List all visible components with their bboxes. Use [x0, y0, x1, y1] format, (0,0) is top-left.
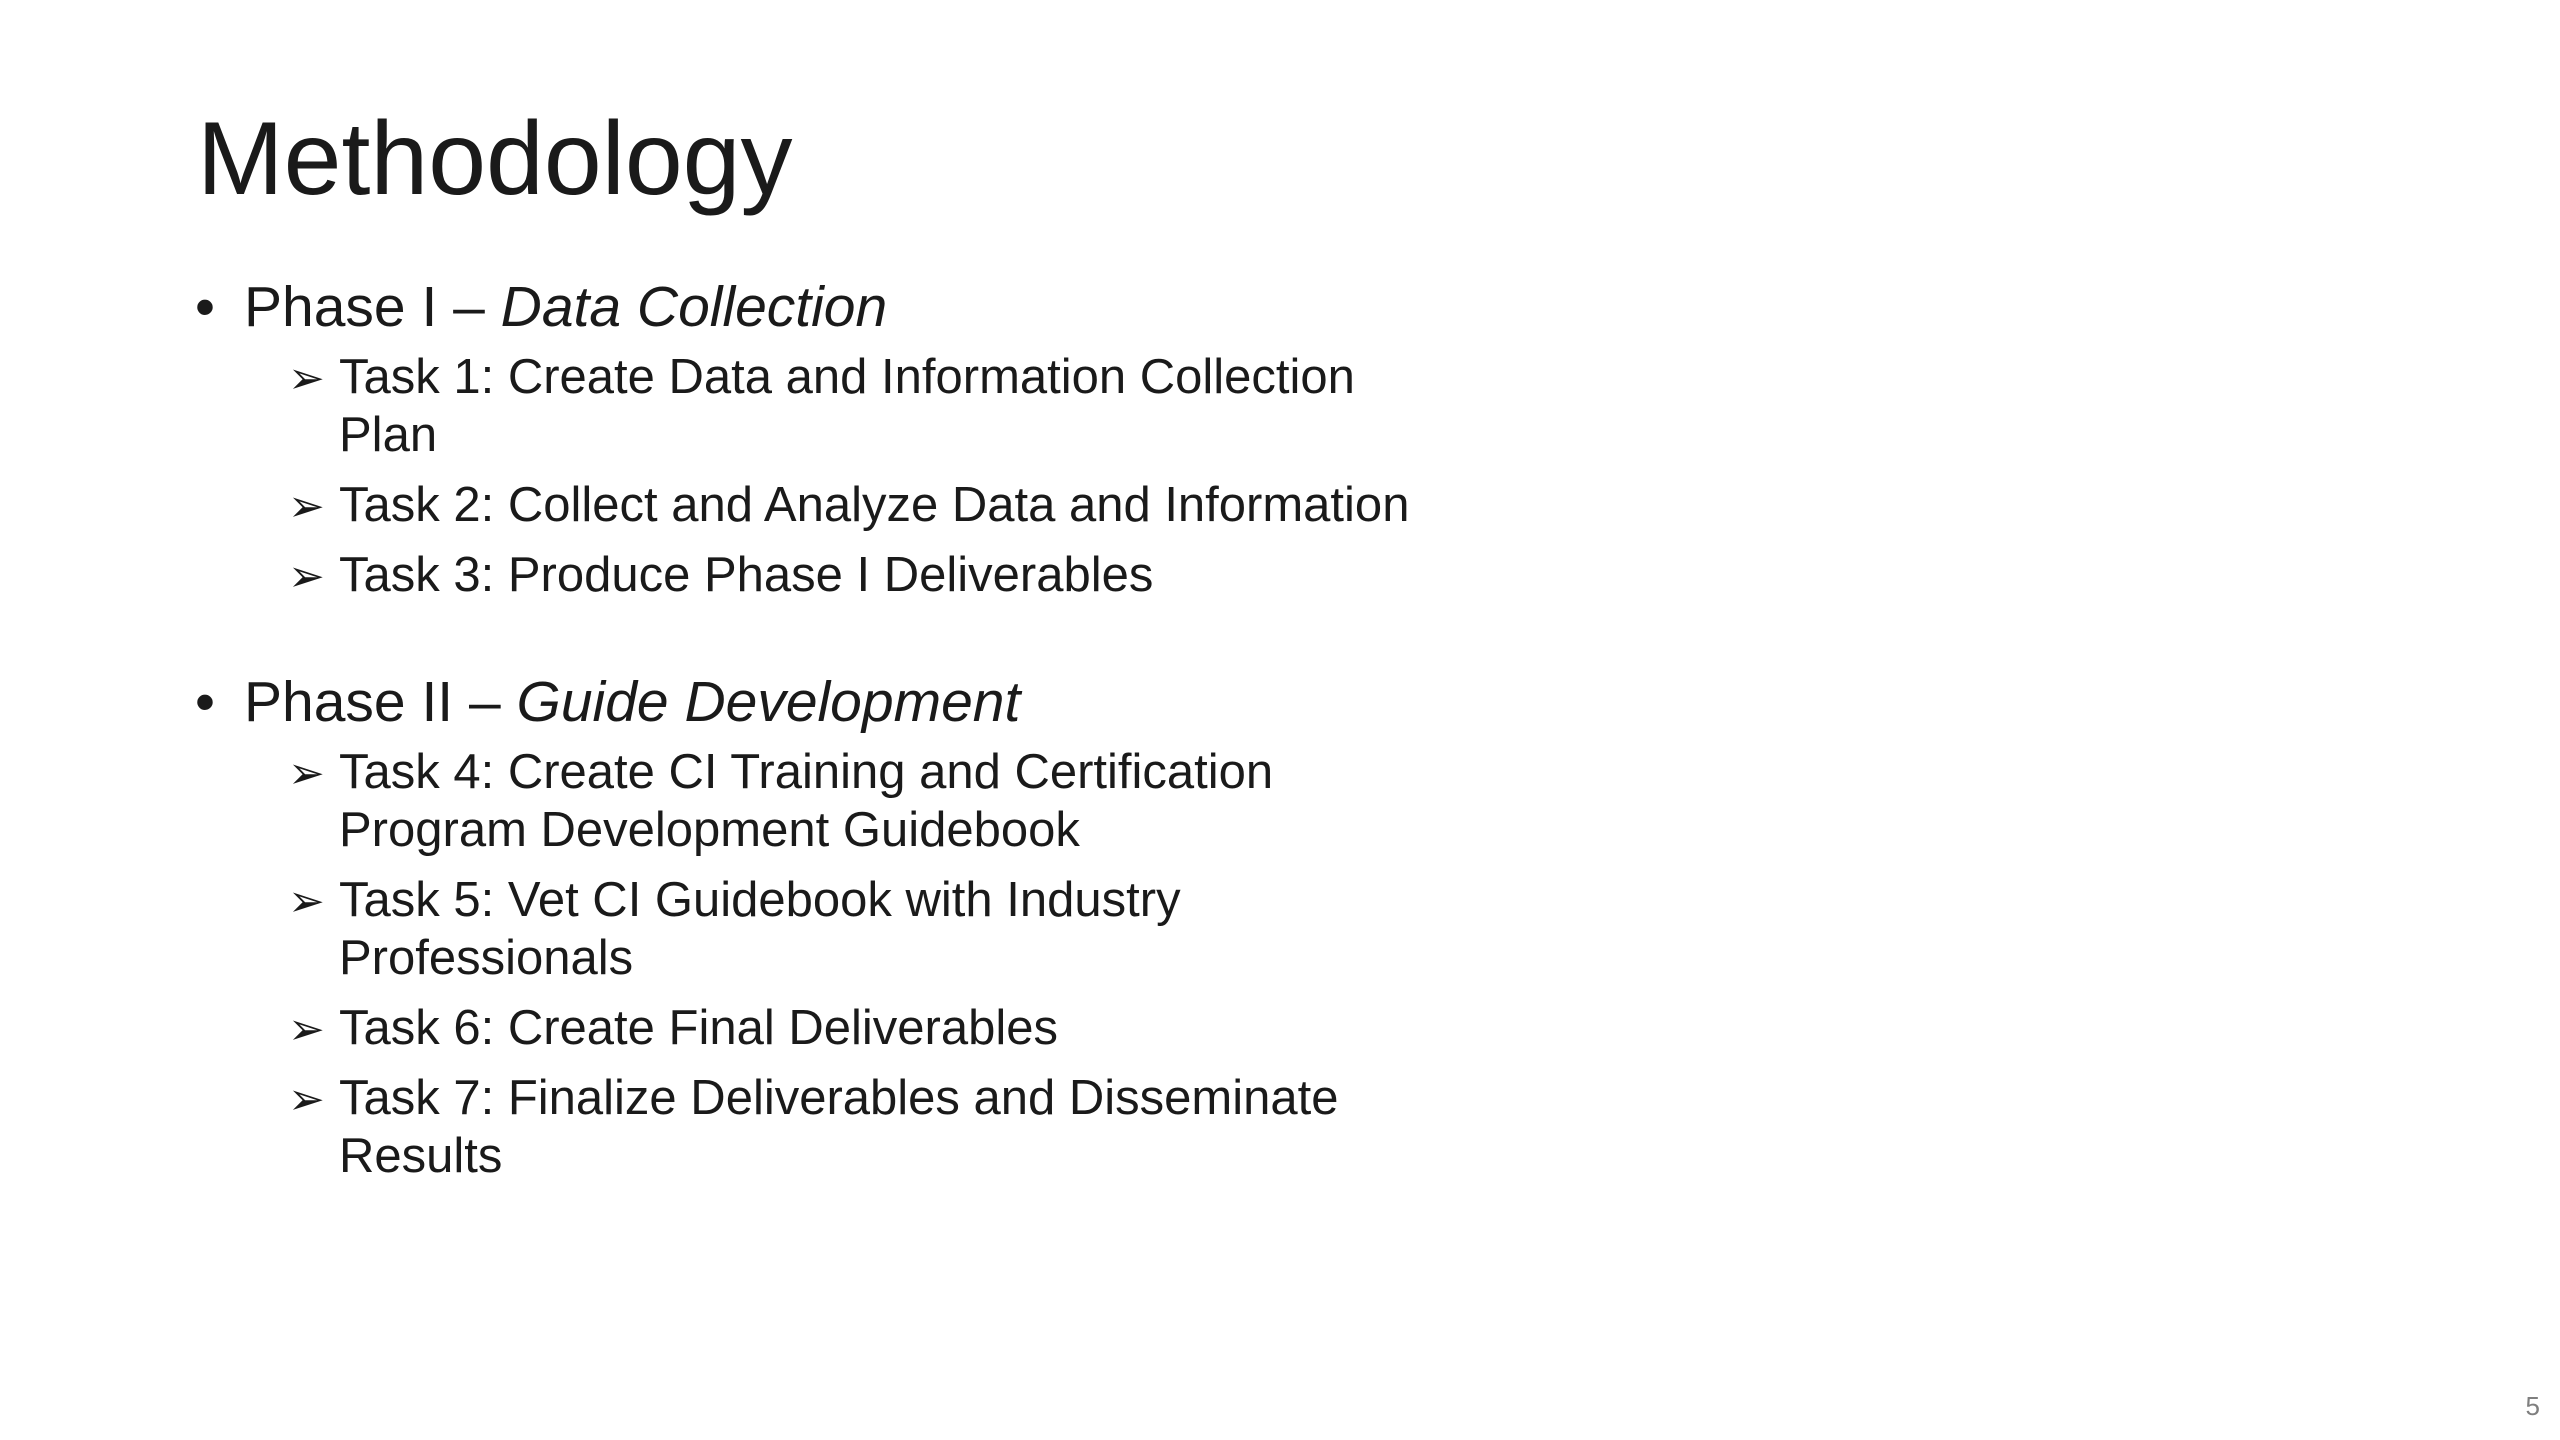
page-number: 5: [2525, 1391, 2540, 1421]
phase-2-heading: • Phase II – Guide Development: [195, 663, 1455, 741]
task-item: ➢ Task 4: Create CI Training and Certific…: [288, 743, 1455, 859]
task-item: ➢ Task 6: Create Final Deliverables: [288, 999, 1455, 1057]
bullet-dot-icon: •: [195, 670, 215, 734]
task-item: ➢ Task 5: Vet CI Guidebook with Industry …: [288, 871, 1455, 987]
arrow-bullet-icon: ➢: [288, 552, 325, 601]
task-2-text: Task 2: Collect and Analyze Data and Inf…: [339, 478, 1410, 532]
arrow-bullet-icon: ➢: [288, 1005, 325, 1054]
arrow-bullet-icon: ➢: [288, 482, 325, 531]
bullet-list: • Phase I – Data Collection ➢ Task 1: Crea…: [195, 268, 1455, 1197]
task-7-text: Task 7: Finalize Deliverables and Dissem…: [339, 1071, 1339, 1183]
phase-2-prefix: Phase II –: [244, 670, 517, 734]
task-item: ➢ Task 2: Collect and Analyze Data and In…: [288, 476, 1455, 534]
task-3-text: Task 3: Produce Phase I Deliverables: [339, 548, 1154, 602]
slide-title: Methodology: [197, 101, 793, 217]
arrow-bullet-icon: ➢: [288, 749, 325, 798]
phase-1-emphasis: Data Collection: [500, 275, 888, 339]
task-1-text: Task 1: Create Data and Information Coll…: [339, 350, 1355, 462]
phase-2-emphasis: Guide Development: [516, 670, 1021, 734]
bullet-dot-icon: •: [195, 275, 215, 339]
task-4-text: Task 4: Create CI Training and Certifica…: [339, 745, 1274, 857]
task-item: ➢ Task 7: Finalize Deliverables and Disse…: [288, 1069, 1455, 1185]
task-6-text: Task 6: Create Final Deliverables: [339, 1001, 1058, 1055]
task-5-text: Task 5: Vet CI Guidebook with Industry P…: [339, 873, 1181, 985]
arrow-bullet-icon: ➢: [288, 877, 325, 926]
arrow-bullet-icon: ➢: [288, 354, 325, 403]
task-item: ➢ Task 1: Create Data and Information Col…: [288, 348, 1455, 464]
methodology-flowchart: Phase IPhase IITask 1Task 1a: Current an…: [1460, 0, 2560, 1440]
phase-1-heading: • Phase I – Data Collection: [195, 268, 1455, 346]
task-item: ➢ Task 3: Produce Phase I Deliverables: [288, 546, 1455, 604]
arrow-bullet-icon: ➢: [288, 1075, 325, 1124]
phase-1-prefix: Phase I –: [244, 275, 501, 339]
